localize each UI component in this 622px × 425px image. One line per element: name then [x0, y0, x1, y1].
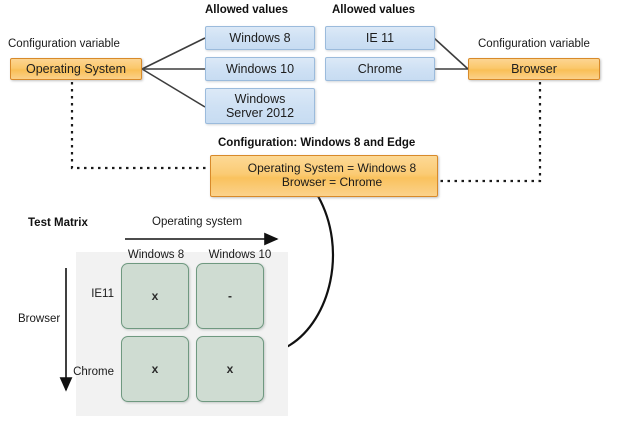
right-variable-caption: Configuration variable [478, 38, 590, 50]
config-variable-browser[interactable]: Browser [468, 58, 600, 80]
configuration-box[interactable]: Operating System = Windows 8 Browser = C… [210, 155, 438, 197]
matrix-column-header-windows-10: Windows 10 [208, 249, 272, 261]
allowed-value-windows-8[interactable]: Windows 8 [205, 26, 315, 50]
allowed-value-line1: Windows [234, 91, 286, 106]
matrix-cell-ie11-windows-10[interactable]: - [196, 263, 264, 329]
matrix-x-axis-label: Operating system [152, 216, 243, 228]
configuration-line-os: Operating System = Windows 8 [247, 161, 417, 176]
configuration-caption: Configuration: Windows 8 and Edge [218, 137, 416, 149]
allowed-value-ie-11[interactable]: IE 11 [325, 26, 435, 50]
matrix-cell-chrome-windows-8[interactable]: x [121, 336, 189, 402]
left-variable-caption: Configuration variable [8, 38, 120, 50]
matrix-title: Test Matrix [28, 217, 88, 229]
allowed-value-windows-server-2012[interactable]: Windows Server 2012 [205, 88, 315, 124]
allowed-value-windows-10[interactable]: Windows 10 [205, 57, 315, 81]
matrix-y-axis-label: Browser [18, 313, 61, 325]
connector-os-win8 [141, 37, 206, 70]
left-allowed-values-caption: Allowed values [205, 4, 289, 16]
allowed-value-chrome[interactable]: Chrome [325, 57, 435, 81]
connector-browser-ie11 [433, 37, 469, 70]
matrix-row-header-ie11: IE11 [91, 288, 114, 300]
matrix-row-header-chrome: Chrome [73, 366, 114, 378]
right-allowed-values-caption: Allowed values [332, 4, 416, 16]
dotted-path-os-to-config [70, 82, 210, 170]
connector-os-winsrv [141, 68, 206, 108]
matrix-cell-chrome-windows-10[interactable]: x [196, 336, 264, 402]
config-variable-operating-system[interactable]: Operating System [10, 58, 142, 80]
matrix-cell-ie11-windows-8[interactable]: x [121, 263, 189, 329]
configuration-line-browser: Browser = Chrome [281, 175, 383, 189]
matrix-column-header-windows-8: Windows 8 [127, 249, 185, 261]
allowed-value-line2: Server 2012 [225, 106, 295, 120]
